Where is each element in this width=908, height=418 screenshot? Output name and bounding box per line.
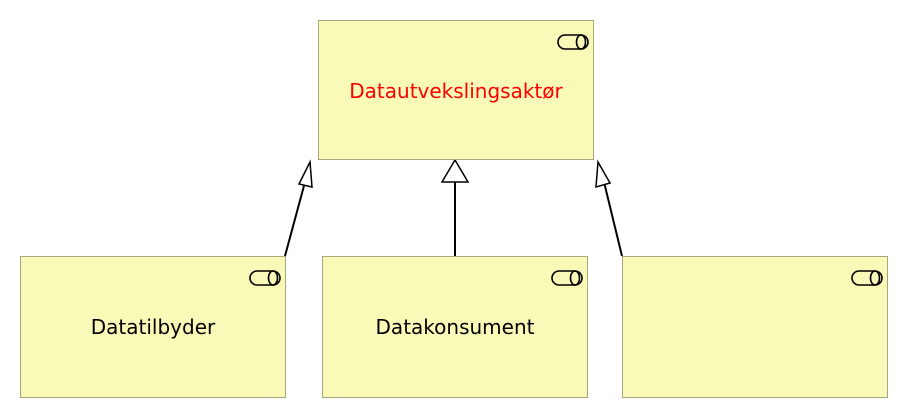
edge-left-arrowhead (297, 159, 313, 188)
node-middle[interactable]: Datakonsument (322, 256, 588, 398)
node-parent-label: Datautvekslingsaktør (349, 79, 563, 103)
edge-middle-arrowhead (440, 158, 470, 183)
node-middle-label: Datakonsument (375, 315, 535, 339)
edge-right-arrowhead (595, 159, 612, 189)
role-icon (557, 34, 589, 50)
node-parent[interactable]: Datautvekslingsaktør (318, 20, 594, 160)
node-left-label: Datatilbyder (90, 315, 216, 339)
role-icon (249, 270, 281, 286)
role-icon (551, 270, 583, 286)
edge-left-to-parent (284, 181, 306, 257)
edge-right-to-parent (603, 181, 623, 257)
role-icon (851, 270, 883, 286)
node-left[interactable]: Datatilbyder (20, 256, 286, 398)
node-right[interactable] (622, 256, 888, 398)
